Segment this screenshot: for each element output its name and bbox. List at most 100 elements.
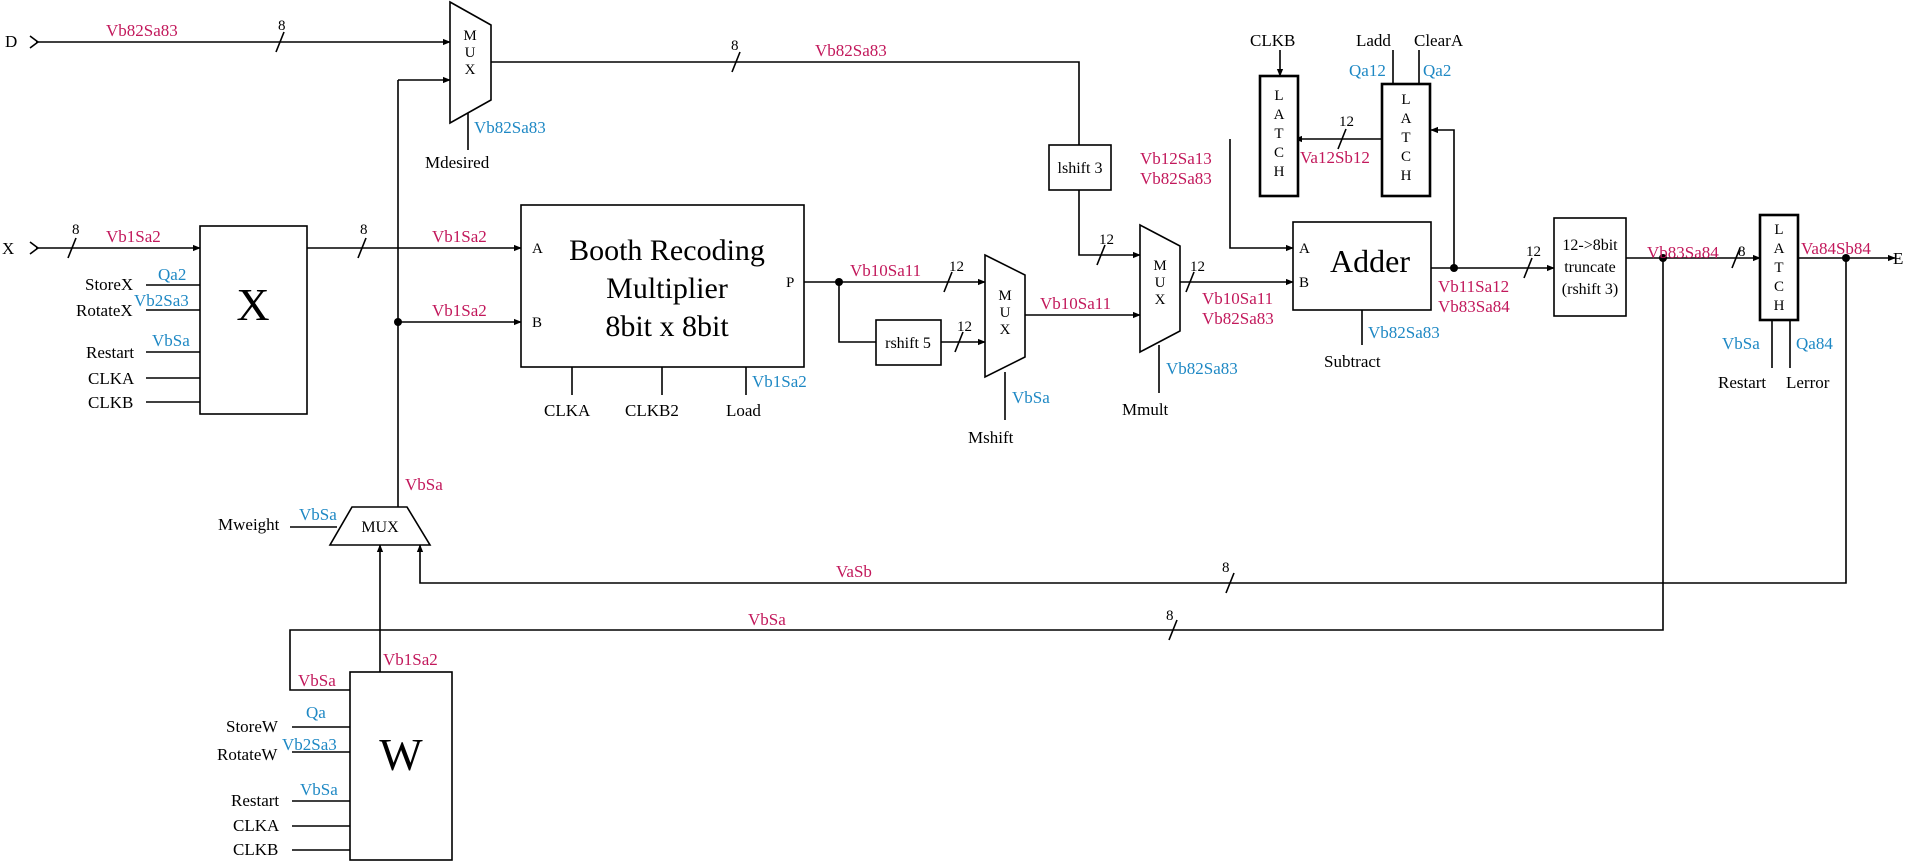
ctrl-mmult: Mmult: [1122, 400, 1169, 419]
sig-mmult-q: Vb82Sa83: [1166, 359, 1238, 378]
sig-rotatew-q: Vb2Sa3: [282, 735, 337, 754]
sig-ladd-q: Qa12: [1349, 61, 1386, 80]
sig-mmult-out2: Vb82Sa83: [1202, 309, 1274, 328]
sig-restart-out-q: VbSa: [1722, 334, 1760, 353]
booth-port-a: A: [532, 241, 543, 257]
booth-label-line2: Multiplier: [606, 272, 728, 305]
sig-w-vbsa: VbSa: [298, 671, 336, 690]
sig-load-q: Vb1Sa2: [752, 372, 807, 391]
bus-slashes: [67, 31, 1741, 641]
adder-label: Adder: [1330, 243, 1410, 279]
sig-restartw-q: VbSa: [300, 780, 338, 799]
ctrl-storew: StoreW: [226, 717, 279, 736]
sig-booth-b: Vb1Sa2: [432, 301, 487, 320]
sig-mmult-out1: Vb10Sa11: [1202, 289, 1273, 308]
ctrl-clkb-x: CLKB: [88, 393, 133, 412]
booth-multiplier: [520, 204, 805, 368]
ctrl-clkb-latch: CLKB: [1250, 31, 1295, 50]
ctrl-clka-x: CLKA: [88, 369, 135, 388]
ctrl-mdesired: Mdesired: [425, 153, 490, 172]
ctrl-load-booth: Load: [726, 401, 761, 420]
booth-label-line1: Booth Recoding: [569, 234, 765, 267]
ctrl-clka-booth: CLKA: [544, 401, 591, 420]
lshift-label: lshift 3: [1058, 160, 1103, 177]
junction-dots: [394, 254, 1850, 326]
sig-booth-a: Vb1Sa2: [432, 227, 487, 246]
sig-mweight-out: VbSa: [405, 475, 443, 494]
sig-mweight-q: VbSa: [299, 505, 337, 524]
sig-x-in: Vb1Sa2: [106, 227, 161, 246]
ctrl-rotatew: RotateW: [217, 745, 278, 764]
sig-vbsa-feedback: VbSa: [748, 610, 786, 629]
w-register-label: W: [379, 729, 423, 780]
sig-adder-out1: Vb11Sa12: [1438, 277, 1509, 296]
ctrl-subtract: Subtract: [1324, 352, 1381, 371]
booth-port-b: B: [532, 315, 542, 331]
ctrl-clkb2-booth: CLKB2: [625, 401, 679, 420]
sig-w-out: Vb1Sa2: [383, 650, 438, 669]
sig-adder-a2: Vb82Sa83: [1140, 169, 1212, 188]
mux-mmult: [1139, 223, 1181, 354]
sig-mshift-q: VbSa: [1012, 388, 1050, 407]
width-mux-out: 8: [731, 38, 739, 54]
latch-output: [1758, 213, 1800, 322]
sig-subtract-q: Vb82Sa83: [1368, 323, 1440, 342]
ctrl-mweight: Mweight: [218, 515, 280, 534]
width-x-out: 8: [360, 222, 368, 238]
rshift-block: [875, 319, 942, 366]
ctrl-restart-w: Restart: [231, 791, 279, 810]
ctrl-restart-x: Restart: [86, 343, 134, 362]
sig-lerror-q: Qa84: [1796, 334, 1833, 353]
width-vbsa: 8: [1166, 608, 1174, 624]
mux-mshift: [984, 253, 1026, 379]
ctrl-rotatex: RotateX: [76, 301, 133, 320]
sig-trunc-out: Vb83Sa84: [1647, 243, 1719, 262]
width-trunc-out: 8: [1738, 244, 1746, 260]
sig-latch-link: Va12Sb12: [1300, 148, 1370, 167]
w-register: [349, 671, 453, 861]
width-latch: 12: [1339, 114, 1354, 130]
sig-storex-q: Qa2: [158, 265, 186, 284]
ctrl-cleara: ClearA: [1414, 31, 1464, 50]
ctrl-ladd: Ladd: [1356, 31, 1391, 50]
sig-cleara-q: Qa2: [1423, 61, 1451, 80]
sig-adder-out2: Vb83Sa84: [1438, 297, 1510, 316]
rshift-label: rshift 5: [885, 335, 931, 352]
mux-mdesired: [449, 0, 492, 125]
sig-vasb-feedback: VaSb: [836, 562, 872, 581]
ctrl-clkb-w: CLKB: [233, 840, 278, 859]
wires: [36, 38, 1896, 851]
mux-mweight: [328, 506, 432, 546]
truncate-label-line2: truncate: [1564, 259, 1616, 276]
ctrl-mshift: Mshift: [968, 428, 1014, 447]
booth-port-p: P: [786, 275, 794, 291]
output-e-label: E: [1893, 249, 1903, 268]
truncate-block: [1553, 217, 1627, 317]
width-vasb: 8: [1222, 560, 1230, 576]
ctrl-storex: StoreX: [85, 275, 133, 294]
sig-restartx-q: VbSa: [152, 331, 190, 350]
sig-mshift-out: Vb10Sa11: [1040, 294, 1111, 313]
input-d-arrow-icon: [29, 35, 40, 49]
width-adder-out: 12: [1526, 244, 1541, 260]
sig-booth-p: Vb10Sa11: [850, 261, 921, 280]
input-d-label: D: [5, 32, 17, 51]
latch-ladd: [1380, 82, 1432, 198]
adder-port-b: B: [1299, 275, 1309, 291]
x-register-label: X: [236, 279, 269, 330]
mux-mweight-label: MUX: [361, 519, 399, 536]
width-mmult: 12: [1190, 259, 1205, 275]
width-lshift: 12: [1099, 232, 1114, 248]
width-rshift: 12: [957, 319, 972, 335]
latch-clkb: [1258, 74, 1300, 198]
